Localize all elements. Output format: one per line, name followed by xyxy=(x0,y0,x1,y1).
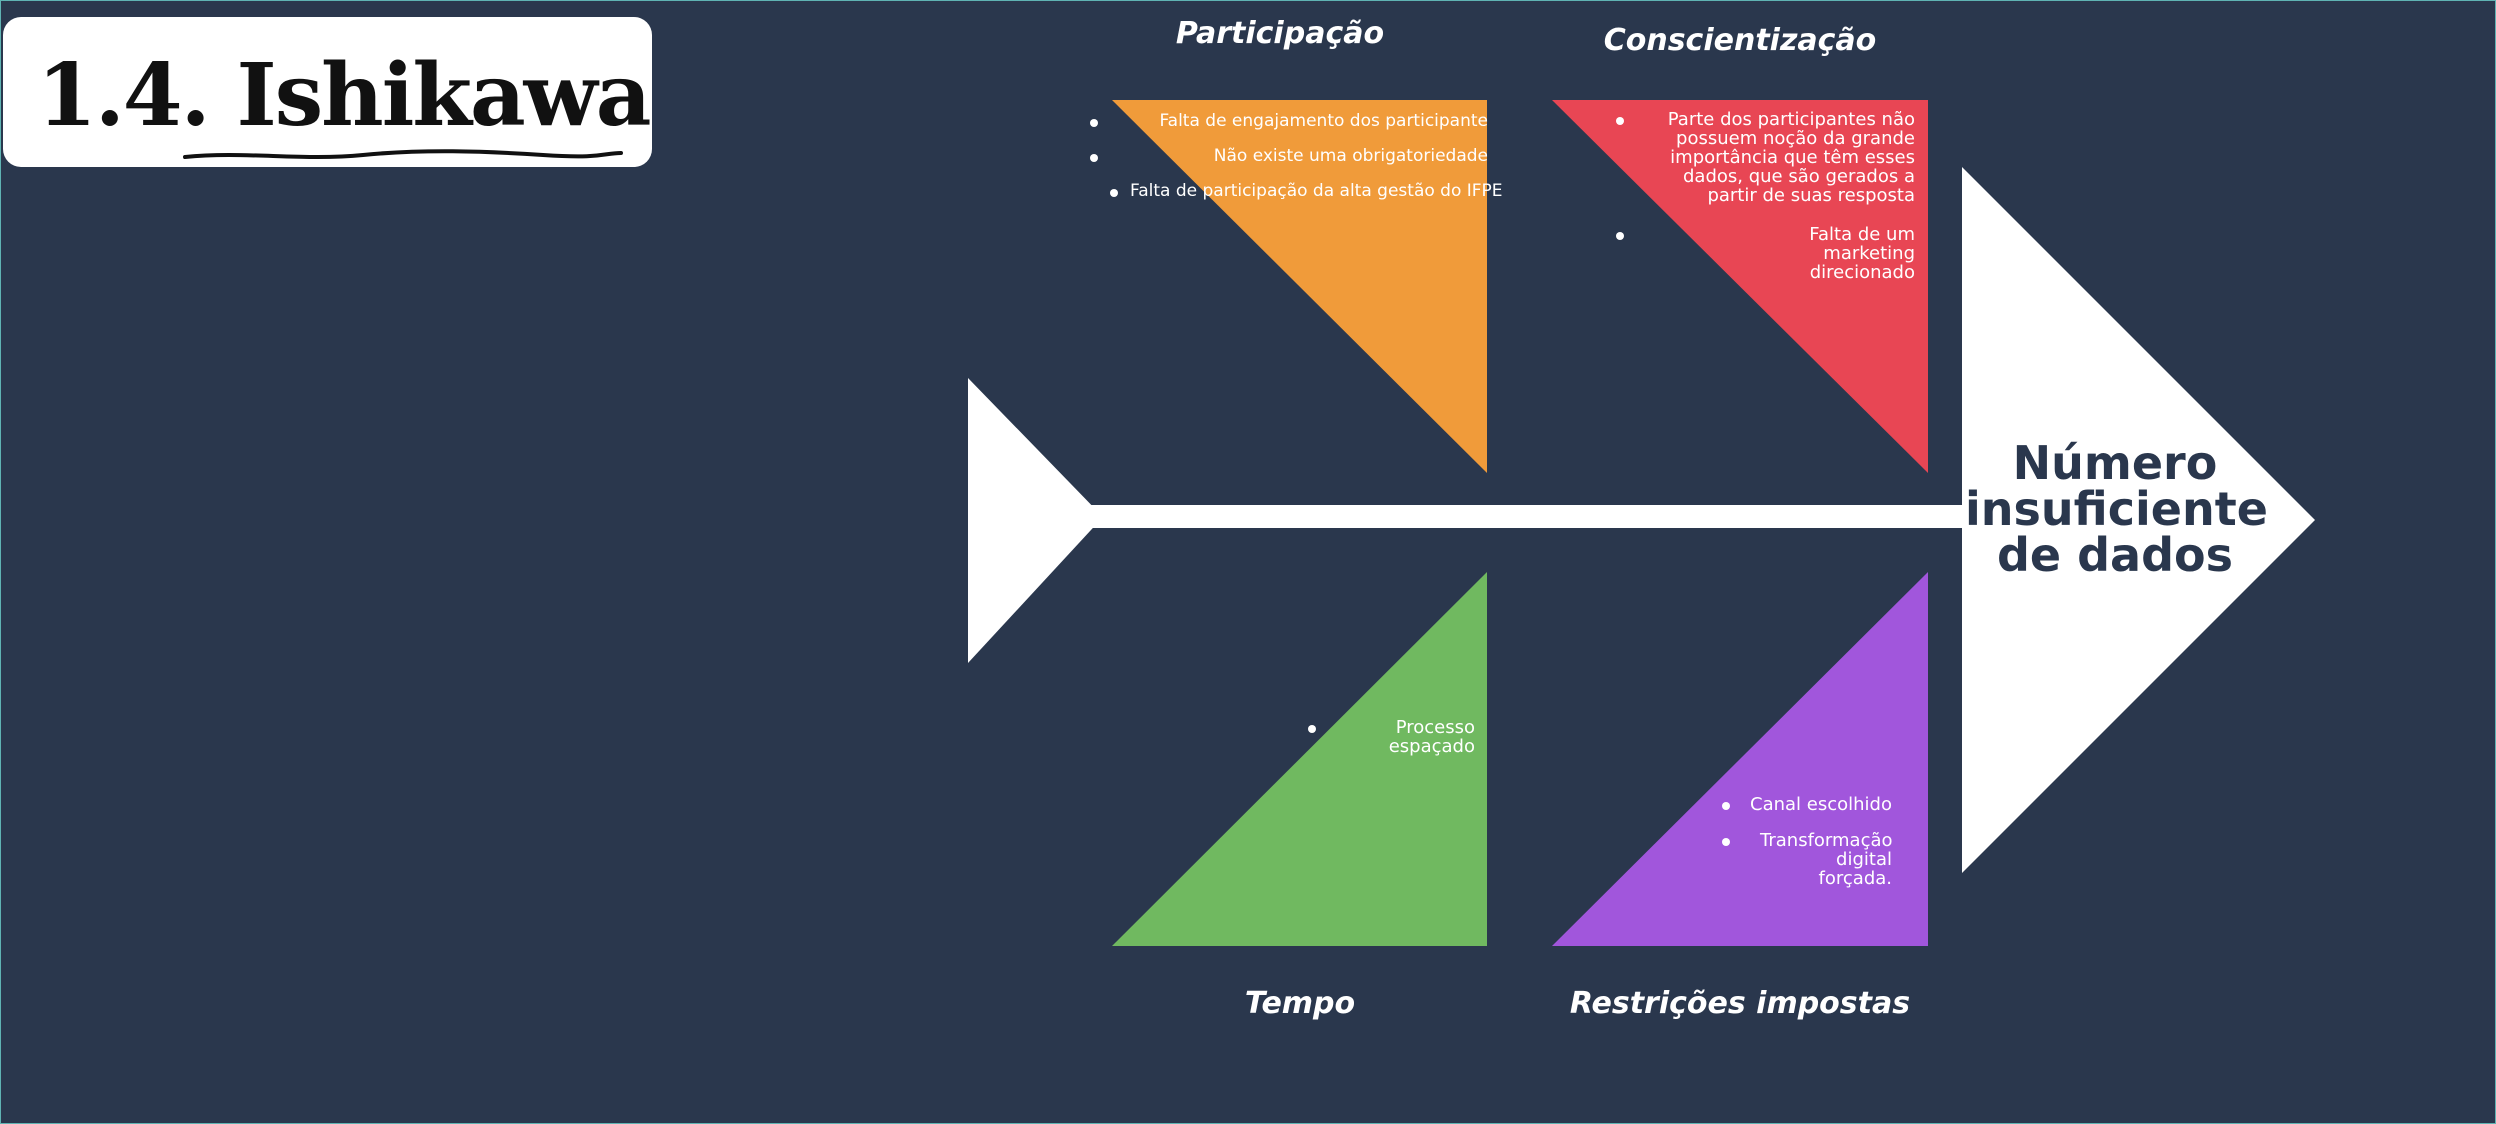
cause-item: Falta de um marketing direcionado xyxy=(1616,225,1915,282)
effect-line: de dados xyxy=(1996,528,2234,582)
label-participacao: Participação xyxy=(1175,16,1385,51)
cause-item: Não existe uma obrigatoriedade xyxy=(1090,147,1488,165)
cause-item: Falta de engajamento dos participante xyxy=(1090,112,1488,130)
causes-conscientizacao: Parte dos participantes não possuem noçã… xyxy=(1616,110,1915,302)
effect-label: Número insuficiente de dados xyxy=(1965,436,2268,582)
causes-participacao: Falta de engajamento dos participante Nã… xyxy=(1090,112,1503,217)
fish-head xyxy=(1962,167,2315,873)
effect-line: insuficiente xyxy=(1965,482,2268,536)
causes-restricoes: Canal escolhido Transformação digital fo… xyxy=(1722,795,1893,905)
title-number: 1.4. xyxy=(37,45,211,146)
title-name: Ishikawa xyxy=(236,45,652,146)
effect-line: Número xyxy=(2012,436,2218,490)
bone-participacao xyxy=(1112,100,1487,473)
title-underline-decoration xyxy=(183,149,623,159)
fish-spine xyxy=(1085,505,1970,528)
cause-item: Parte dos participantes não possuem noçã… xyxy=(1616,110,1915,205)
label-restricoes: Restrições impostas xyxy=(1569,986,1911,1021)
cause-item: Falta de participação da alta gestão do … xyxy=(1110,182,1508,200)
bone-tempo xyxy=(1112,572,1487,946)
title-card: 1.4. Ishikawa xyxy=(3,17,652,167)
label-conscientizacao: Conscientização xyxy=(1603,23,1877,58)
bone-restricoes xyxy=(1552,572,1928,946)
slide-title: 1.4. Ishikawa xyxy=(37,53,651,139)
label-tempo: Tempo xyxy=(1244,986,1356,1021)
causes-tempo: Processo espaçado xyxy=(1308,718,1475,772)
bone-conscientizacao xyxy=(1552,100,1928,473)
cause-item: Canal escolhido xyxy=(1722,795,1892,814)
cause-item: Transformação digital forçada. xyxy=(1722,831,1893,888)
fish-tail xyxy=(968,378,1103,663)
cause-item: Processo espaçado xyxy=(1308,718,1475,756)
